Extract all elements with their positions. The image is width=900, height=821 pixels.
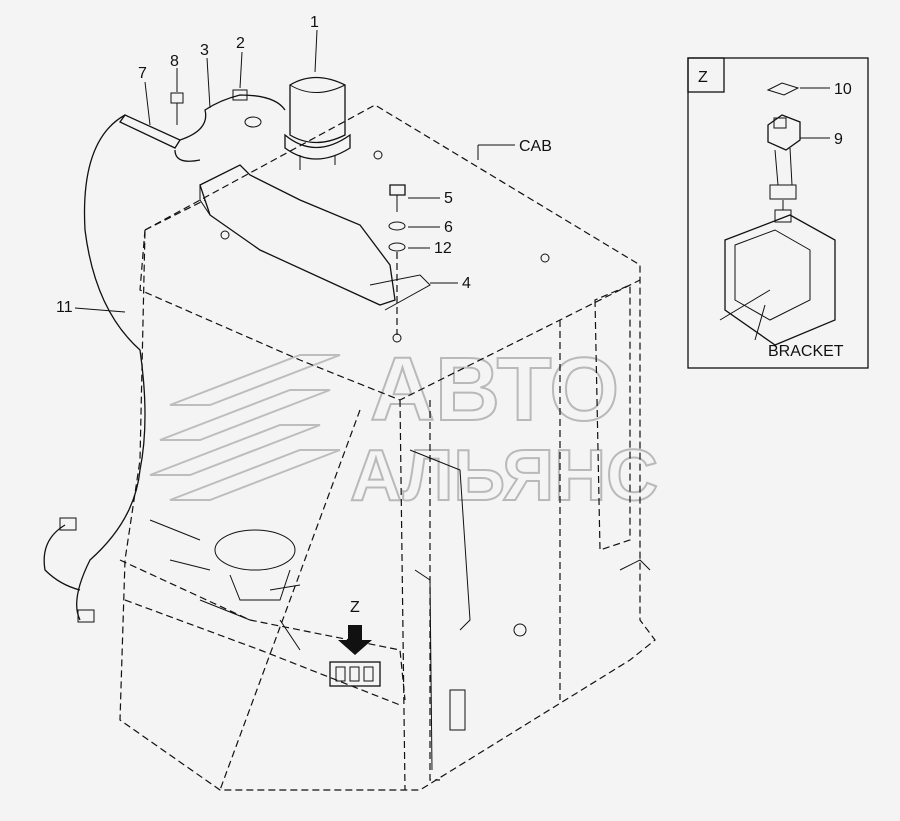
wire-harness xyxy=(43,94,286,623)
mounting-pole-icon xyxy=(119,114,181,149)
watermark: АВТО АЛЬЯНС xyxy=(149,339,659,517)
detail-view-z: Z 10 9 BRACKET xyxy=(687,57,869,369)
callout-6: 6 xyxy=(444,219,453,236)
callout-7: 7 xyxy=(138,65,147,82)
bolt-icon xyxy=(389,184,406,212)
beacon-lamp-icon xyxy=(284,76,351,170)
callout-10: 10 xyxy=(834,81,852,98)
callout-5: 5 xyxy=(444,190,453,207)
steering-wheel-icon xyxy=(149,519,301,651)
watermark-logo-icon xyxy=(149,354,341,501)
screw-icon xyxy=(170,92,184,125)
roof-bracket xyxy=(199,164,431,311)
watermark-line1: АВТО xyxy=(370,340,619,440)
view-marker-label: Z xyxy=(350,599,360,616)
switch-panel xyxy=(329,661,381,687)
callout-11: 11 xyxy=(56,299,73,316)
cab-outline xyxy=(119,104,656,791)
callout-1: 1 xyxy=(310,14,319,31)
label-sticker-icon xyxy=(766,82,800,96)
callout-2: 2 xyxy=(236,35,245,52)
rocker-switch-icon xyxy=(767,114,801,200)
callout-4: 4 xyxy=(462,275,471,292)
lock-washer-icon xyxy=(388,242,406,252)
watermark-line2: АЛЬЯНС xyxy=(350,436,658,516)
callout-12: 12 xyxy=(434,240,452,257)
callout-8: 8 xyxy=(170,53,179,70)
washer-icon xyxy=(388,221,406,231)
arrow-down-icon xyxy=(338,625,372,655)
bracket-label: BRACKET xyxy=(768,343,844,360)
leader-lines xyxy=(74,29,515,313)
callout-3: 3 xyxy=(200,42,209,59)
switch-bracket-icon xyxy=(719,200,836,346)
callout-9: 9 xyxy=(834,131,843,148)
detail-view-z-label: Z xyxy=(698,69,708,86)
cab-label: CAB xyxy=(519,138,552,155)
